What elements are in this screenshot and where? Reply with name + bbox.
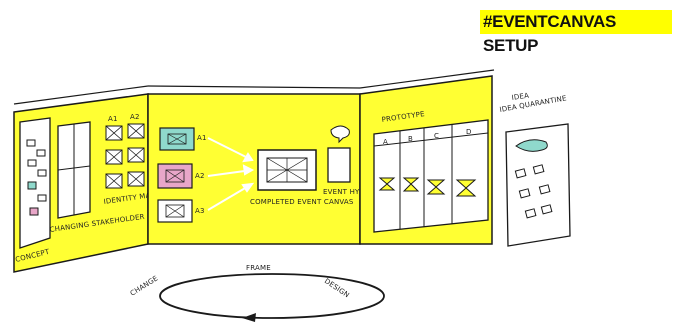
prototype-col-b: B bbox=[408, 135, 413, 143]
small-canvas-teal bbox=[159, 127, 195, 151]
cycle-arc bbox=[159, 273, 385, 319]
small-canvas-white bbox=[157, 199, 193, 223]
prototype-hourglasses bbox=[378, 177, 477, 197]
center-mark-a2: A2 bbox=[195, 172, 205, 180]
identity-col-a2: A2 bbox=[130, 113, 140, 121]
left-wall-top-edge bbox=[13, 85, 149, 105]
event-hypothesis-sheet bbox=[327, 125, 351, 183]
small-canvas-pink bbox=[157, 163, 193, 189]
concept-note-pink bbox=[29, 207, 39, 216]
idea-quarantine-board bbox=[505, 123, 571, 247]
concept-note bbox=[27, 159, 37, 167]
completed-event-canvas bbox=[257, 149, 317, 191]
cycle-arrowhead bbox=[242, 313, 256, 322]
right-wall-top-edge bbox=[359, 69, 495, 89]
identity-maps-grid bbox=[105, 123, 145, 189]
center-mark-a1: A1 bbox=[197, 134, 207, 142]
concept-note bbox=[36, 149, 46, 157]
prototype-col-d: D bbox=[466, 128, 472, 136]
prototype-col-c: C bbox=[434, 132, 439, 140]
concept-note bbox=[26, 139, 36, 147]
event-canvas-setup-tag: #EVENTCANVAS SETUP bbox=[480, 10, 672, 55]
prototype-col-a: A bbox=[383, 138, 388, 146]
cycle-label-frame: FRAME bbox=[246, 264, 271, 272]
idea-quarantine-label-line1: IDEA bbox=[511, 92, 529, 102]
prototype-board bbox=[373, 119, 489, 233]
identity-col-a1: A1 bbox=[108, 115, 118, 123]
center-mark-a3: A3 bbox=[195, 207, 205, 215]
idea-quarantine-label: IDEA QUARANTINE bbox=[499, 94, 567, 114]
stakeholder-grid-line bbox=[57, 165, 91, 171]
quarantine-sketches bbox=[514, 139, 553, 219]
concept-note bbox=[37, 194, 47, 202]
concept-note-teal bbox=[27, 181, 37, 190]
arrows-to-completed-canvas bbox=[207, 137, 255, 211]
concept-note bbox=[37, 169, 47, 177]
center-wall-top-edge bbox=[147, 85, 361, 89]
cycle-label-change: CHANGE bbox=[129, 274, 160, 297]
prototype-board-columns bbox=[373, 125, 489, 229]
completed-canvas-label: COMPLETED EVENT CANVAS bbox=[250, 198, 354, 206]
